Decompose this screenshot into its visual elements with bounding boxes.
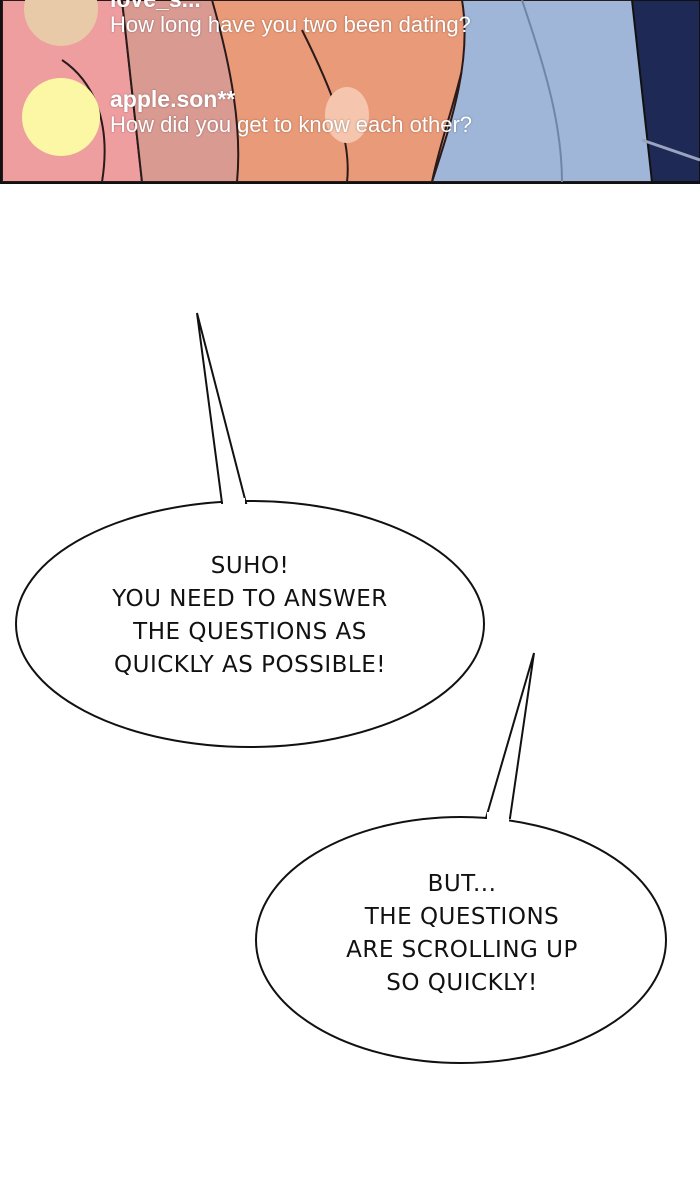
speech-bubble-2: [255, 652, 667, 1064]
commenter-avatar[interactable]: [22, 78, 100, 156]
bubble-1-text: SUHO! YOU NEED TO ANSWER THE QUESTIONS A…: [40, 550, 460, 682]
bubble-line: QUICKLY AS POSSIBLE!: [114, 652, 386, 678]
bubble-2-text: BUT... THE QUESTIONS ARE SCROLLING UP SO…: [282, 868, 642, 1000]
comment-message: How long have you two been dating?: [110, 12, 471, 37]
bubble-line: ARE SCROLLING UP: [346, 937, 578, 963]
comment-username[interactable]: love_s...: [110, 0, 471, 12]
speech-bubble-1: [15, 312, 485, 748]
chat-comment: love_s... How long have you two been dat…: [110, 0, 471, 38]
panel-artwork: [2, 0, 700, 182]
bubble-line: THE QUESTIONS AS: [133, 619, 367, 645]
comment-username[interactable]: apple.son**: [110, 86, 236, 112]
comic-panel: love_s... How long have you two been dat…: [0, 0, 700, 184]
chat-comment: apple.son** How did you get to know each…: [110, 86, 472, 138]
bubble-line: SUHO!: [210, 553, 290, 579]
bubble-line: YOU NEED TO ANSWER: [112, 586, 388, 612]
bubble-line: BUT...: [427, 871, 497, 897]
bubble-line: THE QUESTIONS: [364, 904, 560, 930]
comment-message: How did you get to know each other?: [110, 112, 473, 137]
bubble-line: SO QUICKLY!: [386, 970, 538, 996]
